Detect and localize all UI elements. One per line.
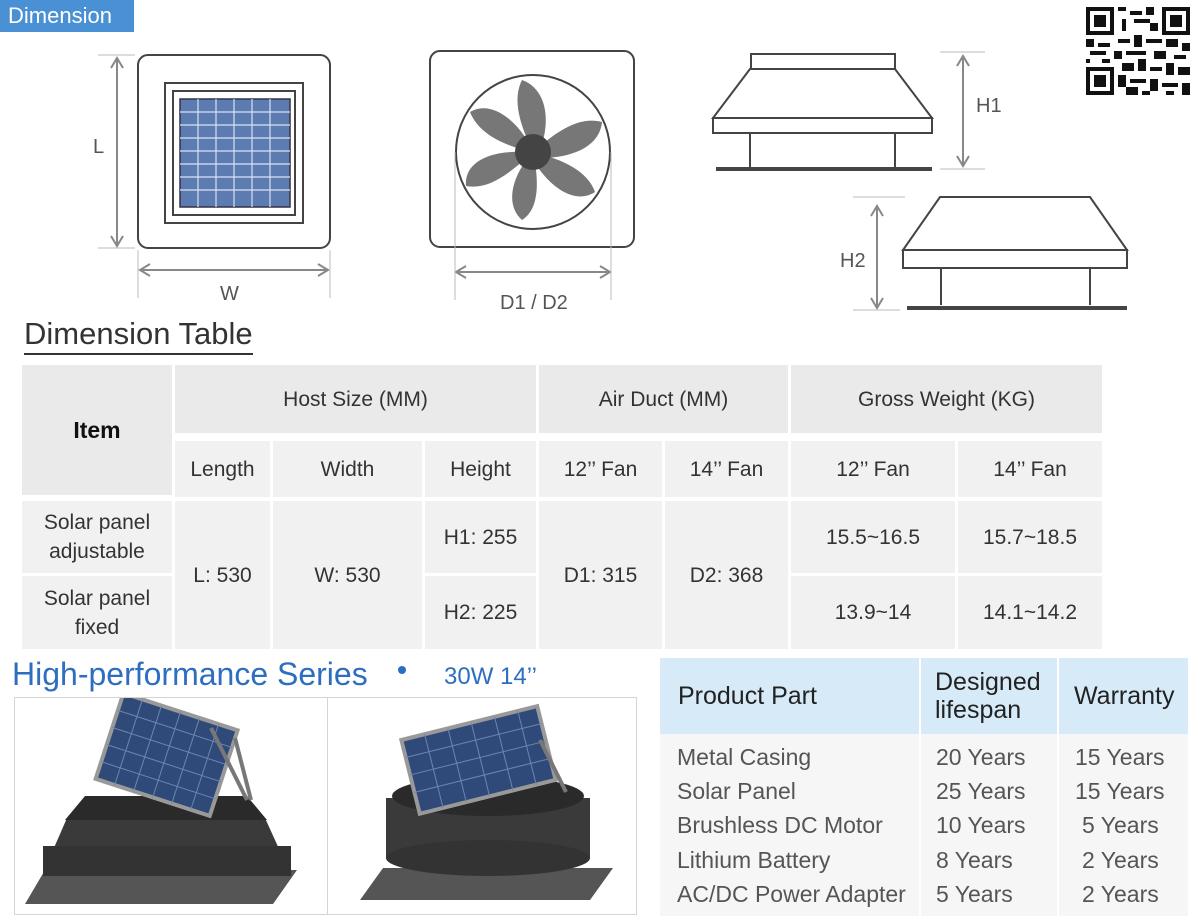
- warranty-value: 2 Years: [1082, 847, 1159, 873]
- cell-weight-12-fixed: 13.9~14: [791, 576, 955, 649]
- label-diameter: D1 / D2: [500, 292, 568, 314]
- column-separator: [919, 658, 921, 916]
- dimension-drawing: [98, 50, 1129, 311]
- product-photos: [14, 697, 637, 915]
- series-subtitle: 30W 14’’: [444, 663, 537, 690]
- series-title: High-performance Series: [12, 656, 368, 692]
- part-name: Brushless DC Motor: [677, 812, 883, 838]
- header-warranty: Warranty: [1059, 658, 1188, 734]
- vent-side-profile: [710, 51, 985, 171]
- table-row: Metal Casing 20 Years 15 Years: [660, 740, 1188, 774]
- label-length: L: [93, 136, 105, 158]
- item-header: Item: [22, 365, 172, 495]
- lifespan-value: 25 Years: [936, 778, 1026, 804]
- lifespan-value: 10 Years: [936, 812, 1026, 838]
- group-air-duct: Air Duct (MM): [539, 365, 788, 433]
- table-row: Solar Panel 25 Years 15 Years: [660, 774, 1188, 808]
- label-height-2: H2: [840, 250, 866, 272]
- product-photo-round-vent: [360, 703, 613, 900]
- cell-height-1: H1: 255: [425, 501, 536, 573]
- subheader-length: Length: [175, 441, 270, 497]
- solar-panel-top-view: [98, 54, 331, 298]
- lifespan-value: 5 Years: [936, 881, 1013, 907]
- label-height-1: H1: [976, 95, 1002, 117]
- dimension-tag: Dimension: [0, 0, 134, 32]
- subheader-duct-12: 12’’ Fan: [539, 441, 662, 497]
- header-designed-lifespan: Designed lifespan: [921, 658, 1057, 734]
- subheader-weight-12: 12’’ Fan: [791, 441, 955, 497]
- label-width: W: [220, 283, 239, 305]
- dimension-table: Item Host Size (MM) Air Duct (MM) Gross …: [22, 365, 1102, 649]
- warranty-value: 15 Years: [1075, 744, 1165, 770]
- cell-weight-14-fixed: 14.1~14.2: [958, 576, 1102, 649]
- cell-duct-14: D2: 368: [665, 501, 788, 649]
- cell-weight-14-adjustable: 15.7~18.5: [958, 501, 1102, 573]
- part-name: Solar Panel: [677, 778, 796, 804]
- column-separator: [1057, 658, 1059, 916]
- group-gross-weight: Gross Weight (KG): [791, 365, 1102, 433]
- group-host-size: Host Size (MM): [175, 365, 536, 433]
- cell-weight-12-adjustable: 15.5~16.5: [791, 501, 955, 573]
- fan-blades-icon: [429, 50, 635, 300]
- warranty-body: [660, 734, 1188, 916]
- warranty-table: Product Part Designed lifespan Warranty …: [660, 658, 1188, 916]
- lifespan-value: 8 Years: [936, 847, 1013, 873]
- cell-duct-12: D1: 315: [539, 501, 662, 649]
- row-item-adjustable: Solar panel adjustable: [22, 501, 172, 573]
- header-product-part: Product Part: [660, 658, 919, 734]
- subheader-weight-14: 14’’ Fan: [958, 441, 1102, 497]
- cell-height-2: H2: 225: [425, 576, 536, 649]
- lifespan-value: 20 Years: [936, 744, 1026, 770]
- warranty-value: 15 Years: [1075, 778, 1165, 804]
- subheader-height: Height: [425, 441, 536, 497]
- part-name: Metal Casing: [677, 744, 812, 770]
- warranty-value: 2 Years: [1082, 881, 1159, 907]
- cell-length: L: 530: [175, 501, 270, 649]
- photo-divider: [327, 698, 328, 914]
- table-row: AC/DC Power Adapter 5 Years 2 Years: [660, 877, 1188, 911]
- cell-width: W: 530: [273, 501, 422, 649]
- part-name: Lithium Battery: [677, 847, 831, 873]
- subheader-duct-14: 14’’ Fan: [665, 441, 788, 497]
- product-photo-square-vent: [25, 698, 297, 904]
- qr-code: [1086, 7, 1190, 95]
- row-item-fixed: Solar panel fixed: [22, 576, 172, 649]
- part-name: AC/DC Power Adapter: [677, 881, 906, 907]
- table-row: Brushless DC Motor 10 Years 5 Years: [660, 808, 1188, 842]
- vent-side-profile-fixed: [853, 196, 1129, 311]
- series-bullet: [398, 666, 406, 674]
- subheader-width: Width: [273, 441, 422, 497]
- warranty-value: 5 Years: [1082, 812, 1159, 838]
- dimension-table-title: Dimension Table: [24, 316, 253, 355]
- table-row: Lithium Battery 8 Years 2 Years: [660, 843, 1188, 877]
